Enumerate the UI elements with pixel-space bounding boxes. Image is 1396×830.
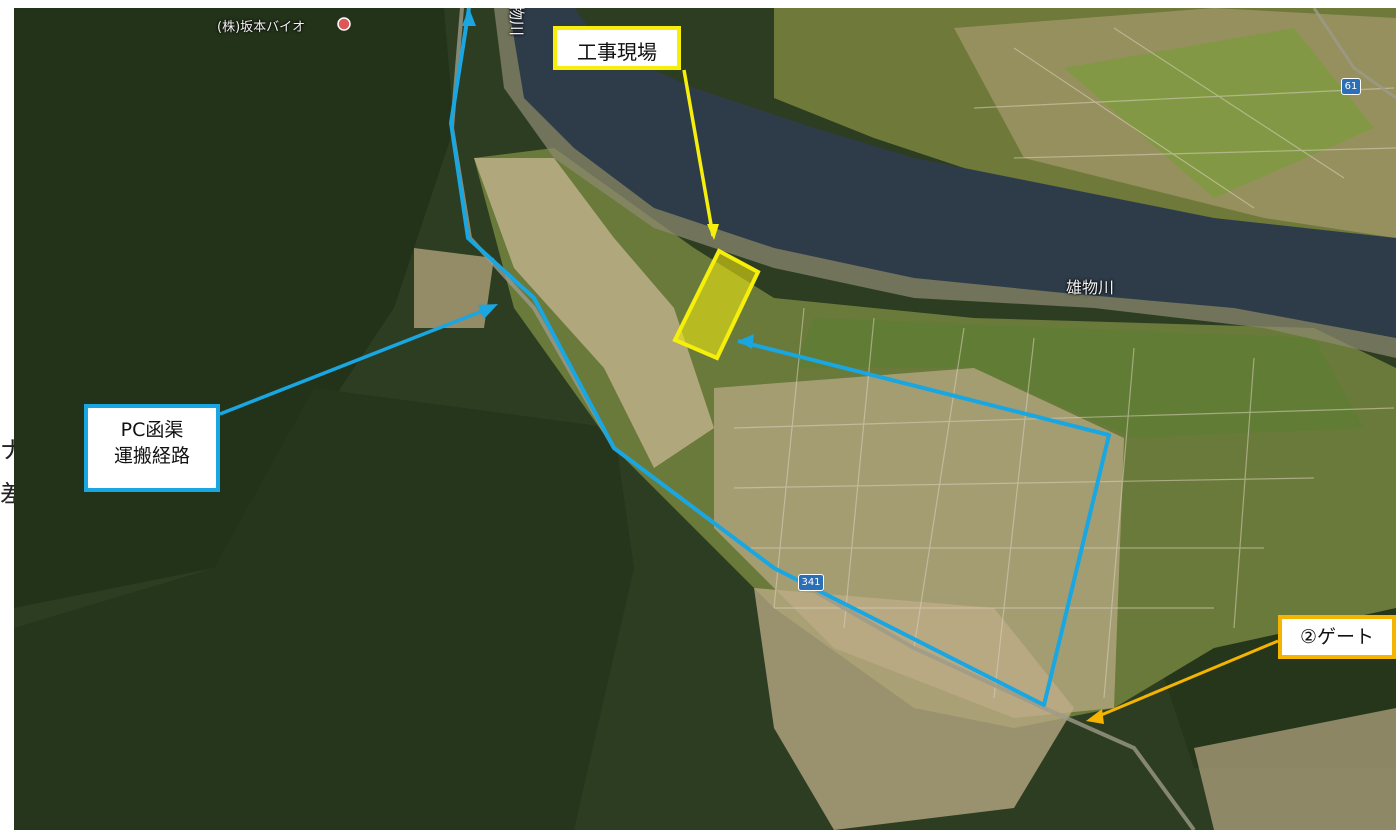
forest-patch-south: [14, 388, 634, 830]
poi-marker-icon[interactable]: [337, 17, 351, 31]
field-grid: [733, 27, 1396, 699]
gate-leader-arrowhead: [1086, 709, 1104, 724]
river-name-partial-label: 物川: [507, 8, 526, 37]
map-canvas: [14, 8, 1396, 830]
farmland-south: [754, 588, 1074, 830]
river-name-label: 雄物川: [1066, 278, 1115, 297]
road-east: [1312, 8, 1396, 100]
gate-callout: ②ゲート: [1278, 615, 1396, 659]
farmland-west-strip: [474, 158, 714, 468]
farmland-southeast: [1194, 708, 1396, 830]
construction-site-area: [672, 248, 761, 361]
road-shield-61: 61: [1341, 78, 1361, 95]
site-leader-arrowhead: [707, 224, 719, 240]
transport-route-line: [449, 8, 1111, 707]
satellite-map[interactable]: (株)坂本バイオ 雄物川 物川 61 341 工事現場 PC函渠 運搬経路 ②ゲ…: [14, 8, 1396, 830]
farmland-center-green: [794, 318, 1364, 438]
route-arrowhead-site: [738, 334, 754, 349]
poi-label[interactable]: (株)坂本バイオ: [217, 20, 306, 35]
route-leader-line: [219, 306, 491, 416]
route-arrowhead-north: [462, 8, 476, 26]
transport-route-callout: PC函渠 運搬経路: [84, 404, 220, 492]
gate-leader-line: [1093, 639, 1279, 720]
route-leader-arrowhead: [478, 304, 498, 319]
site-leader-line: [682, 69, 715, 237]
farmland-north-green: [1064, 28, 1374, 198]
road-shield-341: 341: [798, 574, 824, 591]
river: [509, 8, 1396, 338]
route-callout-line-2: 運搬経路: [113, 444, 190, 467]
construction-site-callout: 工事現場: [553, 26, 681, 70]
route-callout-line-1: PC函渠: [120, 419, 184, 441]
farmland-west-hill: [414, 248, 494, 328]
